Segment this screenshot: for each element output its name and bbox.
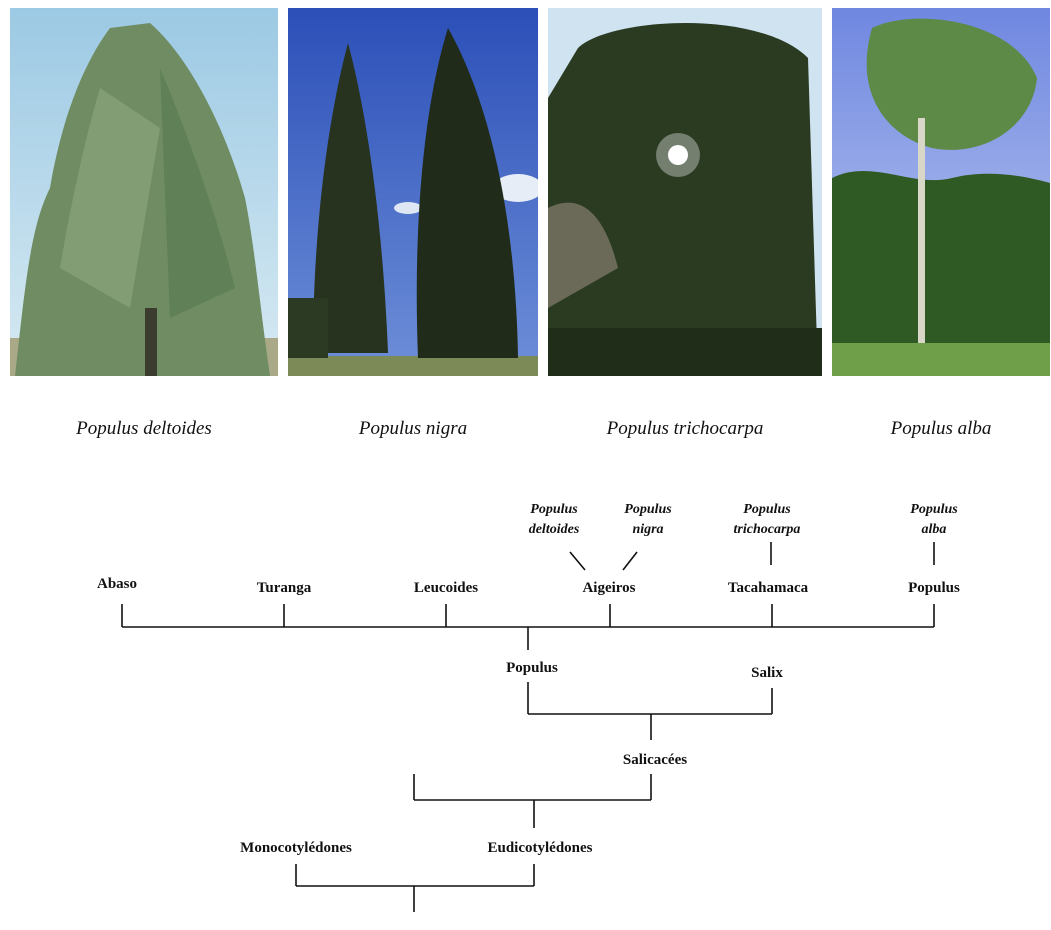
genus-label: Salix [751,665,783,681]
species-label: deltoides [529,522,580,537]
photo-caption: Populus deltoides [76,418,212,439]
species-label: Populus [530,502,578,517]
section-label: Abaso [97,576,137,592]
species-label: nigra [632,522,663,537]
species-label: alba [922,522,947,537]
group-label: Monocotylédones [240,840,352,856]
tree-branch [622,551,638,571]
species-label: Populus [624,502,672,517]
group-label: Eudicotylédones [487,840,592,856]
section-label: Leucoides [414,580,478,596]
phylogenetic-tree: Populus deltoides Populus nigra Populus … [97,502,960,912]
tree-branch [569,551,586,571]
species-label: trichocarpa [734,522,801,537]
section-label: Tacahamaca [728,580,809,596]
genus-label: Populus [506,660,558,676]
photo-caption: Populus trichocarpa [606,418,764,439]
species-label: Populus [743,502,791,517]
section-label: Turanga [257,580,312,596]
photo-populus-trichocarpa [548,8,822,376]
section-label: Aigeiros [582,580,635,596]
photo-caption: Populus alba [890,418,992,439]
photo-populus-nigra [288,8,538,376]
photo-caption: Populus nigra [358,418,468,439]
photo-populus-deltoides [10,8,278,376]
photo-populus-alba [832,8,1050,376]
species-label: Populus [910,502,958,517]
section-label: Populus [908,580,960,596]
family-label: Salicacées [623,752,687,768]
